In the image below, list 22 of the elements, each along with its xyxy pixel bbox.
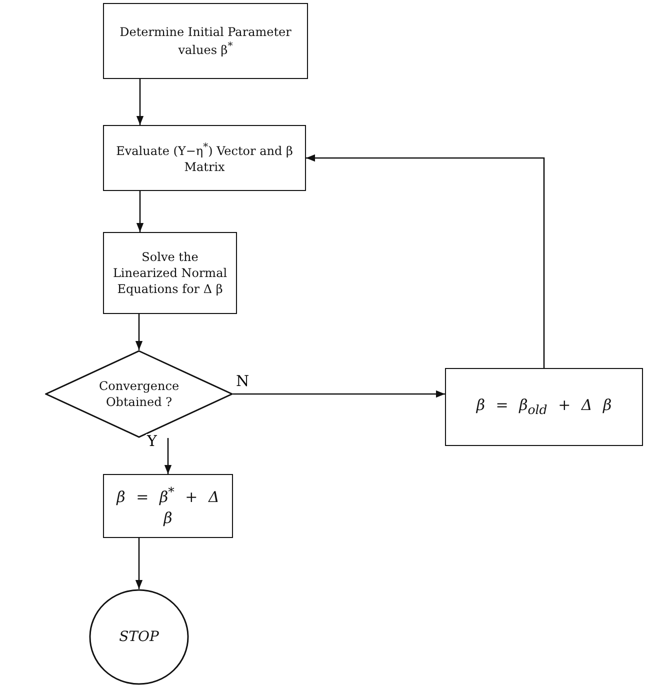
process-box [103,125,306,191]
arrow [136,191,144,232]
arrow [306,154,545,368]
edge-label: N [235,374,250,389]
process-box [103,232,237,314]
arrow [233,390,445,398]
arrow [136,79,144,125]
process-box [445,368,643,446]
terminal-circle [89,589,189,685]
node-text: Convergence Obtained ? [98,378,180,410]
node-text: Determine Initial Parameter values β$^{*}$ [118,24,292,59]
node-text: STOP [118,628,160,647]
node-text: Solve the Linearized Normal Equations for Δ β [112,248,228,298]
node-text: Evaluate (Y−η$^{*}$) Vector and β Matrix [115,140,294,176]
arrow [164,438,172,474]
node-text: β = β$_{old}$ + Δ β [475,395,613,420]
edge-label: Y [146,434,158,449]
arrow [135,314,143,350]
process-box [103,474,233,538]
node-text: β = β$^{*}$ + Δ β [115,483,220,528]
arrow [135,538,143,589]
process-box [103,3,308,79]
